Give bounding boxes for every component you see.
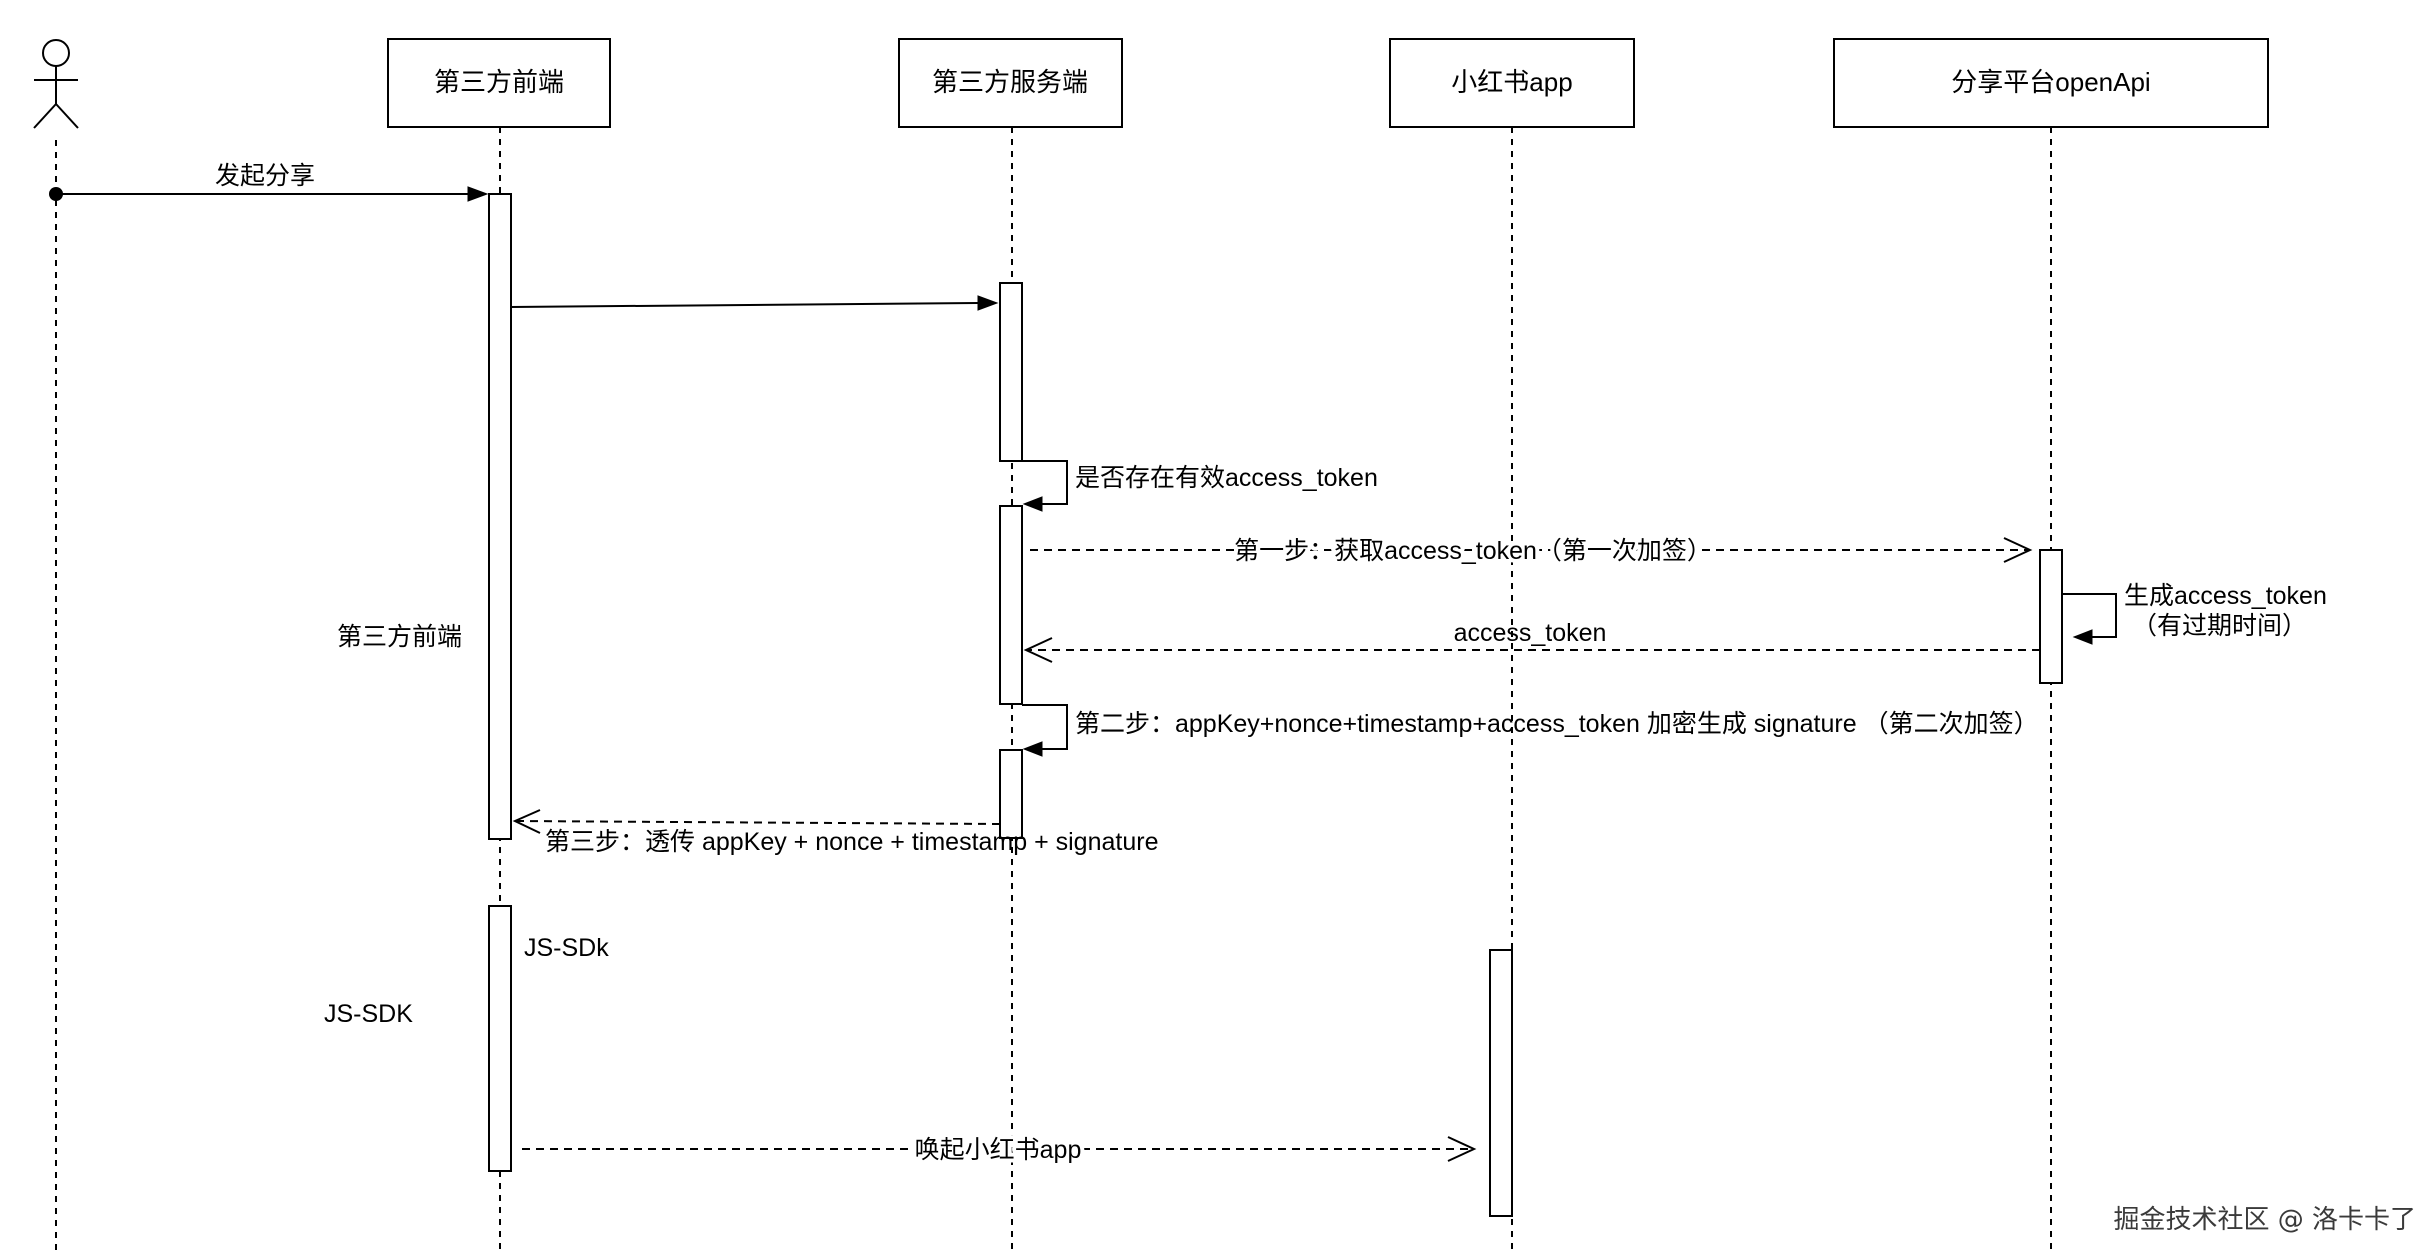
frontend-side-label: 第三方前端 xyxy=(337,623,462,651)
frontend-activation-1 xyxy=(488,193,512,840)
message-check-token-label: 是否存在有效access_token xyxy=(1075,464,1378,492)
message-initiate-share-label: 发起分享 xyxy=(215,162,315,190)
server-activation-2 xyxy=(999,505,1023,705)
participant-server-label: 第三方服务端 xyxy=(932,67,1088,97)
message-initiate-share: 发起分享 xyxy=(49,162,489,202)
message-return-token: access_token xyxy=(1023,619,2040,663)
server-activation-1 xyxy=(999,282,1023,462)
message-frontend-to-server xyxy=(510,295,999,311)
message-step1-get-token: 第一步：获取access_token（第一次加签） xyxy=(1030,533,2033,569)
open-api-activation xyxy=(2039,549,2063,684)
watermark: 掘金技术社区 @ 洛卡卡了 xyxy=(2113,1205,2416,1235)
message-step2-sign: 第二步：appKey+nonce+timestamp+access_token … xyxy=(1022,704,2039,757)
participant-xhs-app: 小红书app xyxy=(1389,38,1635,128)
participant-server: 第三方服务端 xyxy=(898,38,1123,128)
jssdk-side-label: JS-SDK xyxy=(324,1000,413,1028)
message-invoke-app: 唤起小红书app xyxy=(522,1132,1477,1168)
actor-icon xyxy=(33,39,79,129)
jssdk-activation-label: JS-SDk xyxy=(524,934,609,962)
participant-open-api: 分享平台openApi xyxy=(1833,38,2269,128)
frontend-activation-2 xyxy=(488,905,512,1172)
server-activation-3 xyxy=(999,749,1023,839)
participant-frontend: 第三方前端 xyxy=(387,38,611,128)
message-step1-label: 第一步：获取access_token（第一次加签） xyxy=(1234,537,1712,565)
message-step3-pass: 第三步：透传 appKey + nonce + timestamp + sign… xyxy=(512,809,1158,856)
participant-frontend-label: 第三方前端 xyxy=(434,67,564,97)
message-generate-token-label-2: （有过期时间） xyxy=(2132,612,2307,640)
message-step3-label: 第三步：透传 appKey + nonce + timestamp + sign… xyxy=(545,828,1158,856)
participant-xhs-app-label: 小红书app xyxy=(1451,67,1572,97)
xhs-app-activation xyxy=(1489,949,1513,1217)
participant-open-api-label: 分享平台openApi xyxy=(1951,67,2150,97)
message-generate-token-label-1: 生成access_token xyxy=(2124,582,2327,610)
message-generate-token: 生成access_token （有过期时间） xyxy=(2062,582,2327,645)
message-step2-label: 第二步：appKey+nonce+timestamp+access_token … xyxy=(1075,710,2039,738)
message-invoke-app-label: 唤起小红书app xyxy=(915,1136,1082,1164)
message-check-token: 是否存在有效access_token xyxy=(1022,460,1378,512)
message-return-token-label: access_token xyxy=(1454,619,1607,647)
